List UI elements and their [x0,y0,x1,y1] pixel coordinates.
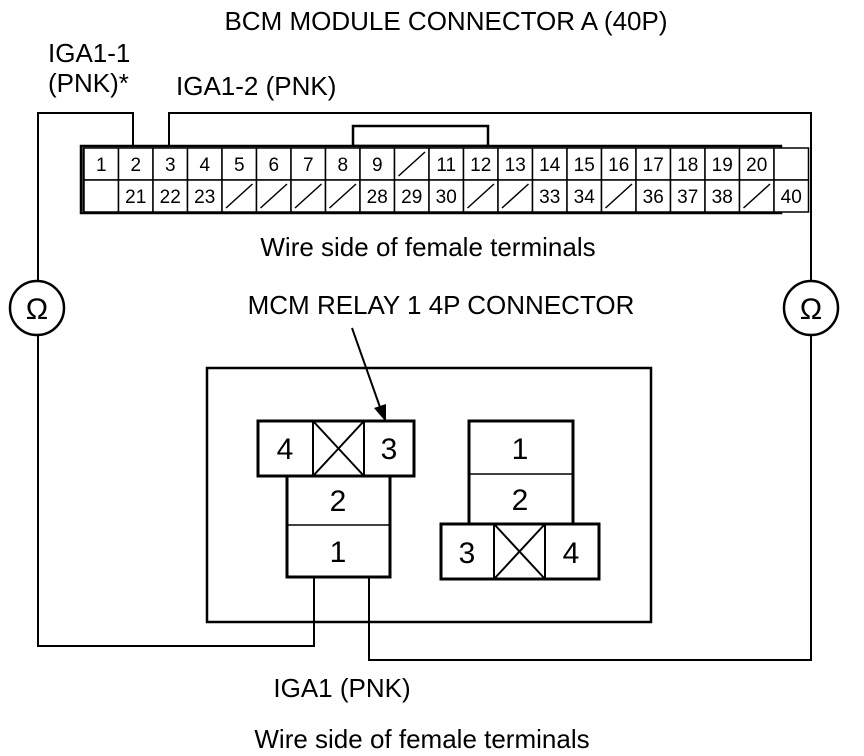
terminal-number: 23 [194,187,215,208]
terminal-number: 17 [643,155,664,176]
terminal-number: 28 [367,187,388,208]
relay-connector-right: 1 2 3 4 [439,419,601,581]
mcm-relay-title: MCM RELAY 1 4P CONNECTOR [248,290,635,320]
terminal-cavity [462,147,499,181]
terminal-number: 38 [712,187,733,208]
terminal-cavity [635,147,672,181]
ohm-symbol-left: Ω [26,293,48,326]
terminal-cavity [497,147,534,181]
unused-terminal-slash [742,183,771,209]
terminal-number: 19 [712,155,733,176]
relay-pointer-arrow [351,327,386,422]
terminal-number: 21 [125,187,146,208]
circuit-wires [37,112,812,661]
terminal-number: 1 [96,155,107,176]
unused-terminal-slash [328,183,357,209]
terminal-number: 33 [539,187,560,208]
iga1-1-label-line1: IGA1-1 [48,38,130,68]
terminal-number: 15 [574,155,595,176]
ohmmeter-right-icon [782,279,840,337]
ohmmeter-left-icon [8,279,66,337]
terminal-number: 3 [165,155,176,176]
terminal-number: 11 [436,155,456,176]
unused-terminal-slash [466,183,495,209]
terminal-number: 6 [268,155,279,176]
terminal-number: 22 [160,187,181,208]
ohmmeter-left: Ω [8,279,66,337]
terminal-number: 9 [372,155,383,176]
connector-lock-tab [351,124,490,148]
unused-terminal-slash [397,151,426,177]
terminal-number: 16 [608,155,629,176]
terminal-cavity [773,179,810,213]
iga1-1-label-line2: (PNK)* [48,68,129,98]
terminal-number: 2 [130,155,141,176]
left-relay-pin-4: 4 [277,433,294,466]
right-relay-pin-2: 2 [512,484,529,517]
unused-terminal-slash [604,183,633,209]
unused-terminal-slash [225,183,254,209]
terminal-number: 5 [234,155,245,176]
terminal-cavity [566,147,603,181]
right-relay-pin-4: 4 [563,537,580,570]
left-relay-pin-1: 1 [330,536,347,569]
iga1-bottom-label: IGA1 (PNK) [273,673,410,703]
terminal-number: 4 [199,155,210,176]
terminal-cavity [428,179,465,213]
ohmmeter-right: Ω [782,279,840,337]
bcm-connector-title: BCM MODULE CONNECTOR A (40P) [224,6,667,36]
ohm-symbol-right: Ω [800,293,822,326]
terminal-cavity [83,147,120,181]
terminal-number: 37 [677,187,698,208]
terminal-number: 34 [574,187,596,208]
right-relay-pin-3: 3 [459,537,476,570]
terminal-cavity [531,179,568,213]
relay-connector-left: 4 3 2 1 [256,419,416,579]
left-relay-pin-3: 3 [381,433,398,466]
terminal-cavity [669,147,706,181]
unused-terminal-slash [294,183,323,209]
unused-terminal-slash [501,183,530,209]
right-relay-pin-1: 1 [512,433,529,466]
terminal-cavity [83,179,120,213]
terminal-number: 20 [746,155,767,176]
terminal-number: 30 [436,187,457,208]
wire-side-label-top: Wire side of female terminals [260,232,595,262]
terminal-number: 40 [781,187,802,208]
terminal-number: 12 [470,155,491,176]
left-relay-pin-2: 2 [330,485,347,518]
terminal-cavity [117,179,154,213]
terminal-number: 36 [643,187,664,208]
terminal-number: 7 [303,155,314,176]
iga1-2-label: IGA1-2 (PNK) [176,71,336,101]
terminal-cavity [773,147,810,181]
wire-side-label-bottom: Wire side of female terminals [254,724,589,754]
terminal-cavity [152,147,189,181]
terminal-cavity [359,179,396,213]
terminal-cavity [186,179,223,213]
terminal-cavity [186,147,223,181]
terminal-cavity [393,179,430,213]
terminal-number: 18 [677,155,698,176]
terminal-number: 29 [401,187,422,208]
terminal-cavity [600,147,637,181]
terminal-cavity [359,147,396,181]
unused-terminal-slash [259,183,288,209]
terminal-cavity [635,179,672,213]
terminal-cavity [152,179,189,213]
terminal-number: 14 [539,155,561,176]
terminal-number: 13 [505,155,526,176]
relay-area-frame [205,366,653,624]
terminal-number: 8 [337,155,348,176]
